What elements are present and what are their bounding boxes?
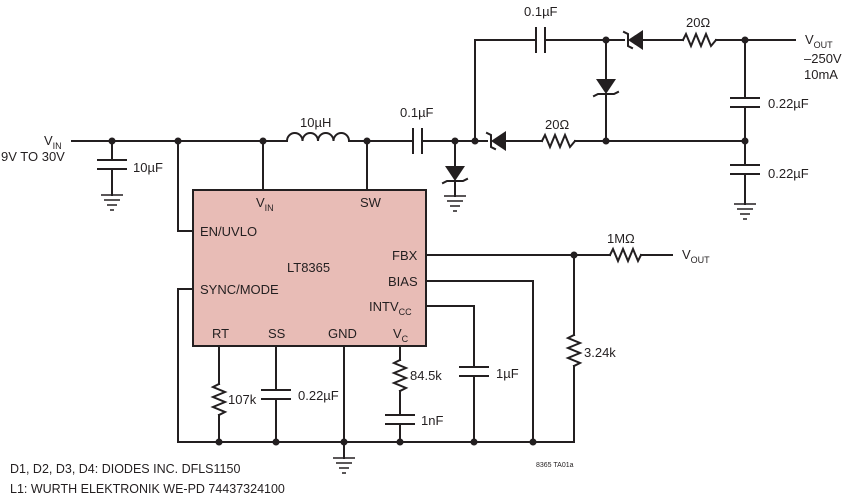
output-capacitor-1 <box>730 39 760 166</box>
vin-range-label: 9V TO 30V <box>1 149 65 164</box>
c-intv-label: 1µF <box>496 366 519 381</box>
r-top-label: 20Ω <box>686 15 710 30</box>
r-vc-label: 84.5k <box>410 368 442 383</box>
coupling-capacitor-2 <box>474 27 625 53</box>
bias-wire <box>425 280 534 443</box>
c-out2-label: 0.22µF <box>768 166 809 181</box>
output-capacitor-2 <box>730 164 760 220</box>
input-capacitor <box>97 140 127 211</box>
c-in-label: 10µF <box>133 160 163 175</box>
r-mid-label: 20Ω <box>545 117 569 132</box>
pin-intvcc: INTVCC <box>369 299 412 317</box>
rt-resistor <box>210 345 228 443</box>
inductor <box>285 132 351 143</box>
c-out1-label: 0.22µF <box>768 96 809 111</box>
pin-fbx: FBX <box>392 248 418 263</box>
c-vc-label: 1nF <box>421 413 443 428</box>
footnote-inductor: L1: WURTH ELEKTRONIK WE-PD 74437324100 <box>10 482 285 496</box>
ground-diode <box>441 140 469 212</box>
pin-vc: VC <box>393 326 409 344</box>
footnote-diodes: D1, D2, D3, D4: DIODES INC. DFLS1150 <box>10 462 240 476</box>
inductor-label: 10µH <box>300 115 331 130</box>
pin-vin: VIN <box>256 195 274 213</box>
gnd-wire <box>333 345 355 474</box>
ic-body <box>192 189 427 347</box>
vout-current-label: 10mA <box>804 67 838 82</box>
c-ss-label: 0.22µF <box>298 388 339 403</box>
vin-label: VIN <box>44 133 62 151</box>
ground-rail <box>177 288 575 443</box>
middle-diode <box>485 131 543 151</box>
c-couple2-label: 0.1µF <box>524 4 558 19</box>
intvcc-capacitor <box>425 305 489 443</box>
r-fb-label: 1MΩ <box>607 231 635 246</box>
c-couple1-label: 0.1µF <box>400 105 434 120</box>
pin-sync: SYNC/MODE <box>200 282 279 297</box>
junction-dots <box>108 36 749 446</box>
pin-bias: BIAS <box>388 274 418 289</box>
vertical-diode <box>592 39 620 142</box>
ic-name: LT8365 <box>287 260 330 275</box>
r-rt-label: 107k <box>228 392 257 407</box>
vc-network <box>385 345 415 443</box>
en-uvlo-wire <box>177 140 194 232</box>
vout-fb-label: VOUT <box>682 247 710 265</box>
resistor-20-top <box>681 31 718 49</box>
pin-ss: SS <box>268 326 286 341</box>
top-diode <box>622 30 684 50</box>
pin-rt: RT <box>212 326 229 341</box>
vout-value-label: –250V <box>804 51 842 66</box>
ss-capacitor <box>261 345 291 443</box>
vout-label: VOUT <box>805 32 833 50</box>
pin-en: EN/UVLO <box>200 224 257 239</box>
r-fb2-label: 3.24k <box>584 345 616 360</box>
pin-gnd: GND <box>328 326 357 341</box>
resistor-20-mid <box>540 132 577 150</box>
resistor-1m <box>608 246 643 264</box>
ref-code: 8365 TA01a <box>536 462 574 469</box>
resistor-3-24k <box>565 254 583 443</box>
pin-sw: SW <box>360 195 382 210</box>
